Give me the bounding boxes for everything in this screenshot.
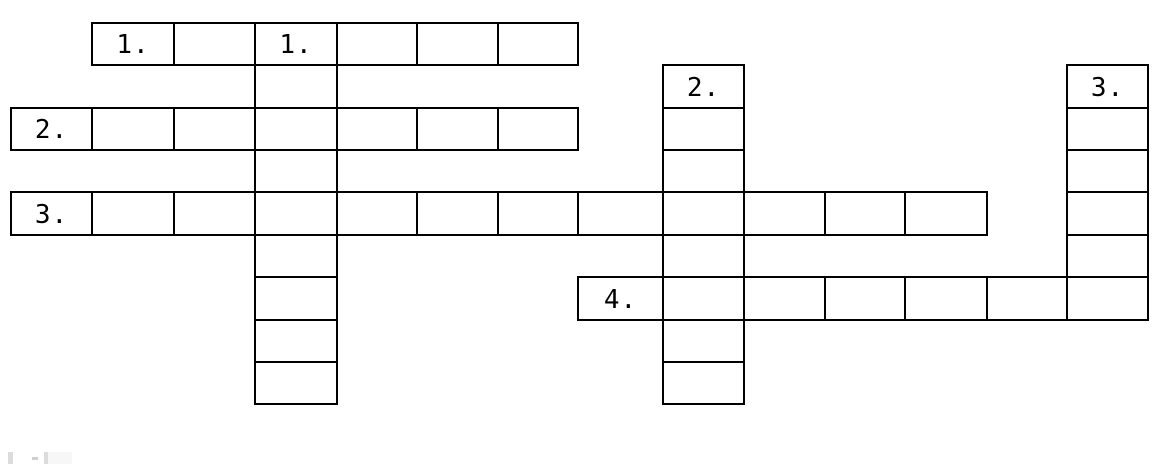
fragment-block-icon xyxy=(48,452,72,464)
clue-number-label: 1. xyxy=(279,30,313,60)
fragment-bar-icon xyxy=(44,452,48,464)
clue-number-label: 3. xyxy=(1090,72,1125,103)
fragment-bar-icon xyxy=(8,452,13,464)
fragment-dash-icon xyxy=(32,457,38,460)
1-down-cell-9[interactable] xyxy=(254,361,338,405)
3-across-cell-12[interactable] xyxy=(904,191,988,236)
clue-number-label: 3. xyxy=(34,199,69,230)
3-across-cell-1[interactable]: 3. xyxy=(10,191,93,236)
2-down-cell-8[interactable] xyxy=(662,361,745,405)
clue-number-label: 4. xyxy=(603,284,638,315)
2-across-cell-7[interactable] xyxy=(497,107,579,151)
clue-number-label: 1. xyxy=(116,30,150,60)
clue-number-label: 2. xyxy=(686,72,721,103)
1-across-cell-6[interactable] xyxy=(497,22,579,66)
4-across-cell-7[interactable] xyxy=(1066,276,1149,321)
1-across-cell-1[interactable]: 1. xyxy=(91,22,175,66)
clue-number-label: 2. xyxy=(34,115,69,145)
